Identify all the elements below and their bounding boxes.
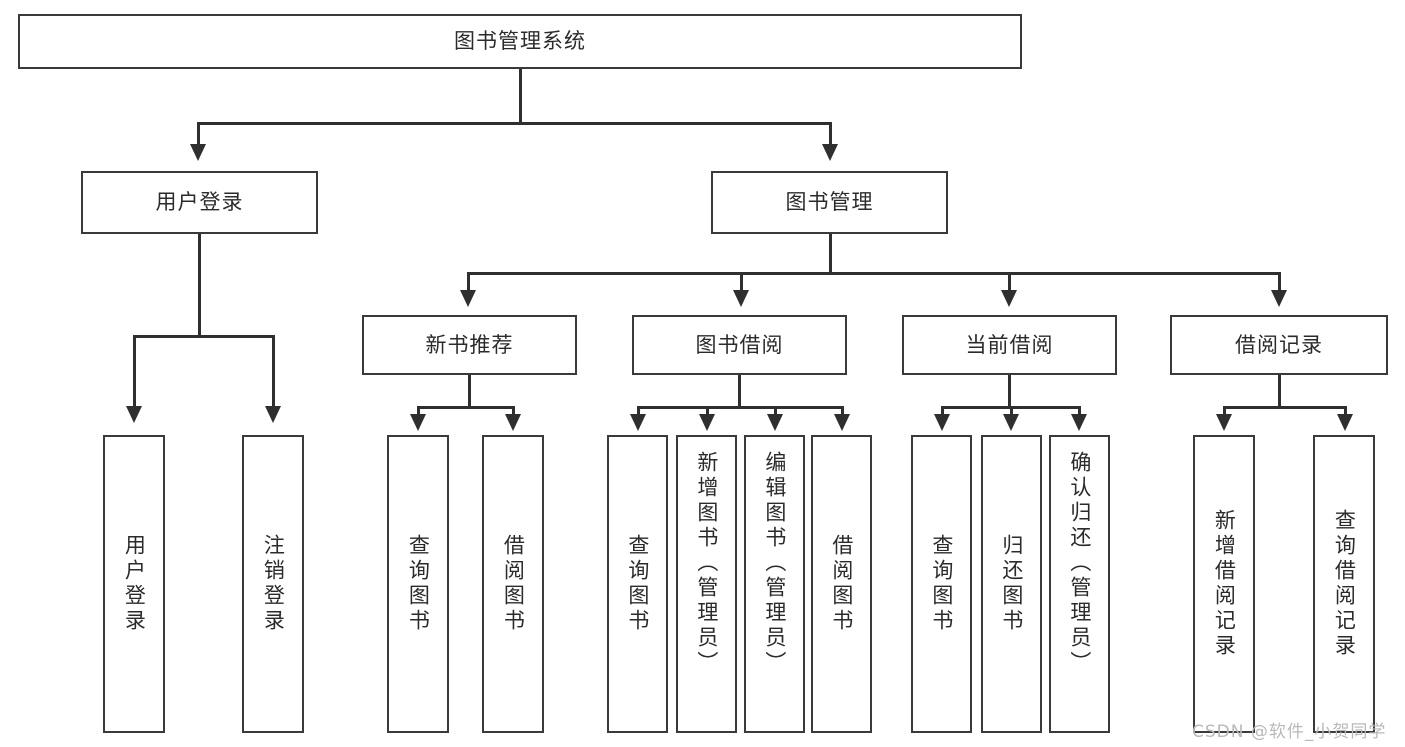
leaf-label: 确认归还（管理员） <box>1067 451 1092 676</box>
connector-root-to-user-login <box>197 122 200 145</box>
leaf-add-borrow-record[interactable]: 新增借阅记录 <box>1193 435 1255 733</box>
leaf-label: 归还图书 <box>999 534 1024 634</box>
leaf-borrow-book-recommend[interactable]: 借阅图书 <box>482 435 544 733</box>
arrow-to-leaf-user-login <box>126 406 142 423</box>
arrow-to-leaf-logout <box>265 406 281 423</box>
node-current-borrow[interactable]: 当前借阅 <box>902 315 1117 375</box>
connector-current-borrow-drop-1 <box>941 406 944 416</box>
leaf-label: 借阅图书 <box>501 534 526 634</box>
leaf-query-book-borrow[interactable]: 查询图书 <box>607 435 668 733</box>
arrow-to-user-login <box>190 144 206 161</box>
node-root-system[interactable]: 图书管理系统 <box>18 14 1022 69</box>
connector-to-book-borrow <box>740 272 743 291</box>
node-label: 图书管理系统 <box>454 29 586 54</box>
connector-book-borrow-drop-3 <box>774 406 777 416</box>
leaf-label: 新增借阅记录 <box>1212 509 1237 659</box>
leaf-add-book-admin[interactable]: 新增图书（管理员） <box>676 435 737 733</box>
connector-user-login-stem <box>198 234 201 337</box>
arrow-new-book-leaf-1 <box>410 414 426 431</box>
node-book-borrow[interactable]: 图书借阅 <box>632 315 847 375</box>
node-label: 新书推荐 <box>425 332 514 357</box>
arrow-to-current-borrow <box>1001 290 1017 307</box>
leaf-borrow-book[interactable]: 借阅图书 <box>811 435 872 733</box>
leaf-query-borrow-record[interactable]: 查询借阅记录 <box>1313 435 1375 733</box>
node-label: 当前借阅 <box>965 332 1054 357</box>
csdn-watermark: CSDN @软件_小贺同学 <box>1192 722 1387 742</box>
connector-book-manage-stem <box>829 234 832 274</box>
arrow-current-borrow-leaf-3 <box>1071 414 1087 431</box>
connector-root-stem <box>519 69 522 124</box>
leaf-label: 新增图书（管理员） <box>694 451 719 676</box>
leaf-label: 编辑图书（管理员） <box>762 451 787 676</box>
arrow-borrow-record-leaf-2 <box>1337 414 1353 431</box>
connector-user-login-drop-2 <box>272 335 275 407</box>
leaf-label: 用户登录 <box>122 534 147 634</box>
arrow-to-borrow-record <box>1271 290 1287 307</box>
connector-current-borrow-drop-2 <box>1010 406 1013 416</box>
connector-root-bar <box>197 122 832 125</box>
connector-book-manage-bar <box>467 272 1280 275</box>
leaf-confirm-return-admin[interactable]: 确认归还（管理员） <box>1049 435 1110 733</box>
arrow-current-borrow-leaf-2 <box>1003 414 1019 431</box>
leaf-label: 借阅图书 <box>829 534 854 634</box>
connector-borrow-record-drop-1 <box>1223 406 1226 416</box>
leaf-query-book-recommend[interactable]: 查询图书 <box>387 435 449 733</box>
connector-borrow-record-bar <box>1223 406 1346 409</box>
connector-to-borrow-record <box>1278 272 1281 291</box>
leaf-label: 查询图书 <box>929 534 954 634</box>
leaf-query-book-current[interactable]: 查询图书 <box>911 435 972 733</box>
connector-user-login-bar <box>133 335 275 338</box>
connector-to-new-book <box>467 272 470 291</box>
connector-user-login-drop-1 <box>133 335 136 407</box>
arrow-borrow-record-leaf-1 <box>1216 414 1232 431</box>
leaf-label: 注销登录 <box>261 534 286 634</box>
node-book-management[interactable]: 图书管理 <box>711 171 948 234</box>
leaf-return-book[interactable]: 归还图书 <box>981 435 1042 733</box>
node-new-book-recommend[interactable]: 新书推荐 <box>362 315 577 375</box>
connector-book-borrow-drop-1 <box>637 406 640 416</box>
connector-book-borrow-stem <box>738 375 741 408</box>
arrow-to-book-borrow <box>733 290 749 307</box>
connector-new-book-drop-1 <box>417 406 420 416</box>
arrow-book-borrow-leaf-3 <box>767 414 783 431</box>
connector-book-borrow-drop-4 <box>841 406 844 416</box>
connector-current-borrow-drop-3 <box>1078 406 1081 416</box>
node-label: 图书借阅 <box>695 332 784 357</box>
leaf-label: 查询借阅记录 <box>1332 509 1357 659</box>
node-label: 借阅记录 <box>1235 332 1323 357</box>
arrow-new-book-leaf-2 <box>505 414 521 431</box>
arrow-book-borrow-leaf-2 <box>699 414 715 431</box>
connector-borrow-record-stem <box>1278 375 1281 408</box>
arrow-to-book-manage <box>822 144 838 161</box>
connector-book-borrow-drop-2 <box>706 406 709 416</box>
leaf-label: 查询图书 <box>625 534 650 634</box>
node-borrow-record[interactable]: 借阅记录 <box>1170 315 1388 375</box>
arrow-book-borrow-leaf-1 <box>630 414 646 431</box>
connector-to-current-borrow <box>1008 272 1011 291</box>
connector-new-book-bar <box>417 406 514 409</box>
connector-current-borrow-stem <box>1008 375 1011 408</box>
node-label: 用户登录 <box>155 190 244 215</box>
arrow-to-new-book <box>460 290 476 307</box>
node-user-login[interactable]: 用户登录 <box>81 171 318 234</box>
connector-borrow-record-drop-2 <box>1344 406 1347 416</box>
arrow-current-borrow-leaf-1 <box>934 414 950 431</box>
connector-new-book-drop-2 <box>512 406 515 416</box>
connector-book-borrow-bar <box>637 406 842 409</box>
node-label: 图书管理 <box>785 190 874 215</box>
connector-root-to-book-manage <box>829 122 832 145</box>
leaf-logout[interactable]: 注销登录 <box>242 435 304 733</box>
leaf-user-login[interactable]: 用户登录 <box>103 435 165 733</box>
leaf-edit-book-admin[interactable]: 编辑图书（管理员） <box>744 435 805 733</box>
arrow-book-borrow-leaf-4 <box>834 414 850 431</box>
leaf-label: 查询图书 <box>406 534 431 634</box>
connector-new-book-stem <box>468 375 471 408</box>
